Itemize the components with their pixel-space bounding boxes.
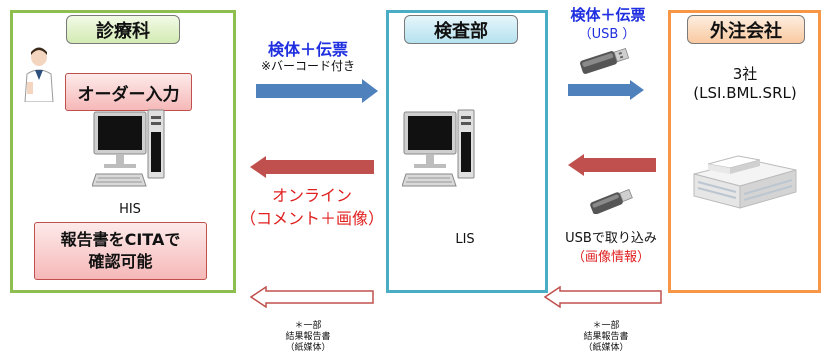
clinic-title: 診療科: [66, 15, 180, 44]
lab-panel: [386, 10, 548, 293]
usb-drive-icon: [580, 47, 630, 74]
vendor-title: 外注会社: [687, 15, 805, 44]
clinic-panel: [10, 10, 236, 293]
report-line-2: 確認可能: [88, 252, 153, 271]
arrow-lab-to-vendor: [568, 80, 644, 100]
computer-icon: [402, 109, 475, 187]
vendor-panel: [668, 10, 821, 293]
his-label: HIS: [119, 202, 141, 217]
order-entry-box: オーダー入力: [65, 73, 192, 111]
arrow-paper-to-lab: [544, 286, 662, 308]
paper-report-note-right: ＊一部 結果報告書 （紙媒体）: [583, 321, 629, 353]
image-info-label: （画像情報）: [571, 250, 650, 265]
report-check-box: 報告書をCITAで 確認可能: [34, 222, 207, 280]
arrow-clinic-to-lab: [256, 79, 378, 103]
flow-to-vendor-medium: （USB ）: [578, 27, 636, 42]
arrow-paper-to-clinic: [250, 286, 374, 308]
computer-icon: [92, 109, 165, 187]
report-line-1: 報告書をCITAで: [60, 230, 181, 249]
online-detail: （コメント＋画像）: [239, 209, 384, 228]
flow-to-lab-label: 検体＋伝票: [267, 40, 348, 59]
online-label: オンライン: [271, 186, 352, 205]
vendor-count: 3社: [732, 65, 758, 83]
building-icon: [693, 155, 797, 209]
lab-title: 検査部: [404, 15, 518, 44]
arrow-lab-to-clinic: [250, 156, 374, 178]
usb-import-label: USBで取り込み: [565, 231, 657, 246]
arrow-vendor-to-lab: [568, 154, 656, 176]
order-entry-label: オーダー入力: [77, 84, 180, 105]
lis-label: LIS: [455, 232, 475, 247]
doctor-icon: [24, 47, 54, 102]
vendor-companies: (LSI.BML.SRL): [693, 84, 797, 102]
flow-to-vendor-label: 検体＋伝票: [570, 6, 646, 24]
usb-drive-icon: [590, 188, 633, 214]
flow-to-lab-note: ※バーコード付き: [260, 59, 356, 73]
paper-report-note-left: ＊一部 結果報告書 （紙媒体）: [285, 321, 331, 353]
